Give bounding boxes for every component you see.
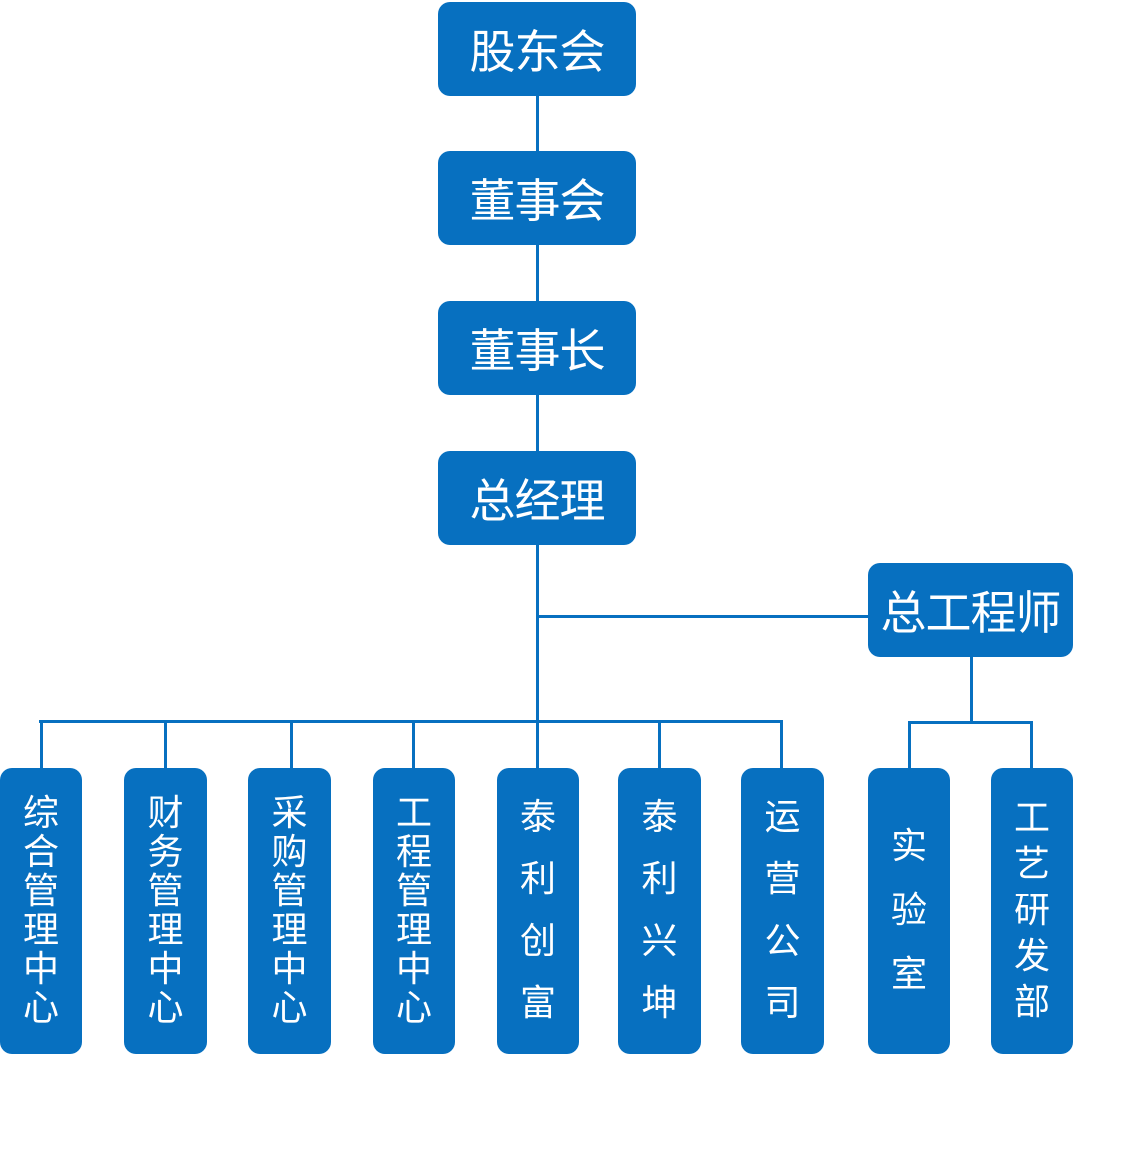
node-label-char: 管	[271, 870, 308, 912]
connector-line	[536, 394, 539, 452]
connector-line	[538, 615, 870, 618]
node-label-char: 利	[641, 859, 678, 900]
node-label-char: 兴	[641, 921, 678, 962]
node-dept-general-management: 综合管理中心	[0, 768, 82, 1054]
node-label-char: 工	[1013, 798, 1050, 839]
node-label-char: 发	[1013, 936, 1050, 977]
node-dept-finance: 财务管理中心	[124, 768, 207, 1054]
node-dept-procurement: 采购管理中心	[248, 768, 331, 1054]
node-label-char: 理	[271, 909, 308, 951]
node-label-char: 管	[22, 870, 59, 912]
connector-line	[164, 720, 167, 770]
node-board-of-directors: 董事会	[438, 151, 636, 245]
node-label-char: 财	[147, 792, 184, 834]
node-process-rnd: 工艺研发部	[991, 768, 1073, 1054]
node-label-char: 工	[395, 792, 432, 834]
node-label-char: 理	[395, 909, 432, 951]
node-label-char: 泰	[641, 797, 678, 838]
node-label-char: 综	[22, 792, 59, 834]
node-label-char: 心	[271, 987, 308, 1029]
node-label-char: 心	[395, 987, 432, 1029]
node-label-char: 务	[147, 831, 184, 873]
node-chief-engineer: 总工程师	[868, 563, 1073, 657]
node-label-char: 中	[147, 948, 184, 990]
node-chairman: 董事长	[438, 301, 636, 395]
connector-line	[1030, 721, 1033, 771]
connector-line	[658, 720, 661, 770]
node-label-char: 理	[147, 909, 184, 951]
node-label-char: 合	[22, 831, 59, 873]
node-shareholders-meeting: 股东会	[438, 2, 636, 96]
node-taili-xingkun: 泰利兴坤	[618, 768, 701, 1054]
node-laboratory: 实验室	[868, 768, 950, 1054]
connector-line	[39, 720, 783, 723]
connector-line	[536, 544, 539, 722]
connector-line	[290, 720, 293, 770]
node-operations-company: 运营公司	[741, 768, 824, 1054]
connector-line	[536, 94, 539, 152]
node-label-char: 中	[22, 948, 59, 990]
node-label-char: 室	[890, 954, 927, 995]
connector-line	[970, 656, 973, 724]
node-label-char: 营	[764, 859, 801, 900]
node-label-char: 富	[519, 983, 556, 1024]
node-label-char: 程	[395, 831, 432, 873]
node-label-char: 创	[519, 921, 556, 962]
node-label-char: 采	[271, 792, 308, 834]
node-label-char: 部	[1013, 982, 1050, 1023]
connector-line	[908, 721, 911, 771]
node-taili-chuangfu: 泰利创富	[497, 768, 579, 1054]
node-label-char: 心	[147, 987, 184, 1029]
node-label-char: 司	[764, 983, 801, 1024]
connector-line	[536, 720, 539, 770]
node-label-char: 理	[22, 909, 59, 951]
node-label-char: 购	[271, 831, 308, 873]
connector-line	[908, 721, 1033, 724]
node-label-char: 泰	[519, 797, 556, 838]
node-label-char: 中	[395, 948, 432, 990]
node-label-char: 运	[764, 797, 801, 838]
node-general-manager: 总经理	[438, 451, 636, 545]
node-label-char: 验	[890, 890, 927, 931]
node-label-char: 坤	[641, 983, 678, 1024]
node-label-char: 中	[271, 948, 308, 990]
node-label-char: 公	[764, 921, 801, 962]
node-label-char: 利	[519, 859, 556, 900]
node-label-char: 管	[147, 870, 184, 912]
node-dept-engineering: 工程管理中心	[373, 768, 455, 1054]
connector-line	[536, 244, 539, 302]
node-label-char: 管	[395, 870, 432, 912]
connector-line	[412, 720, 415, 770]
node-label-char: 心	[22, 987, 59, 1029]
node-label-char: 艺	[1013, 844, 1050, 885]
connector-line	[40, 720, 43, 770]
node-label-char: 研	[1013, 890, 1050, 931]
node-label-char: 实	[890, 826, 927, 867]
connector-line	[780, 720, 783, 770]
